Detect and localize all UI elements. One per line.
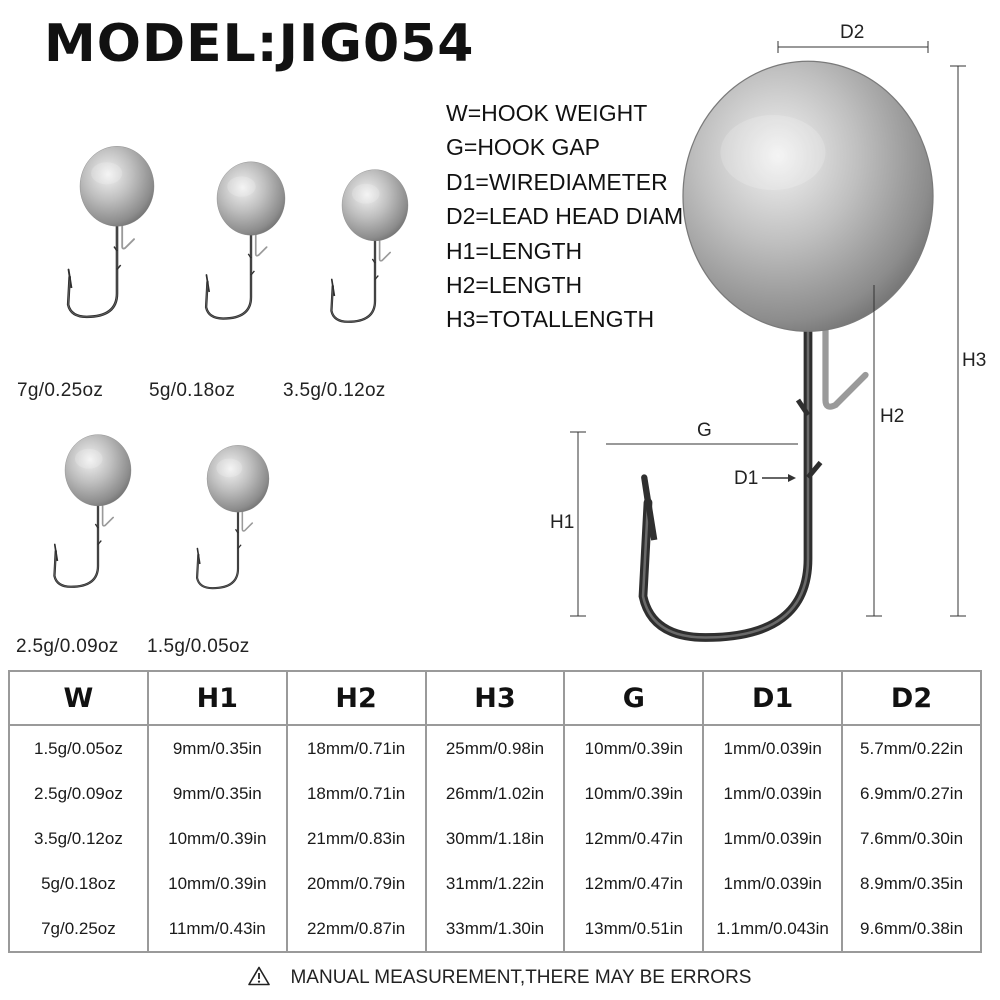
table-row: 5g/0.18oz 10mm/0.39in 20mm/0.79in 31mm/1… [8, 861, 982, 906]
table-cell: 1mm/0.039in [702, 861, 844, 906]
h1-label: H1 [550, 512, 575, 533]
table-cell: 8.9mm/0.35in [841, 861, 982, 906]
table-cell: 9.6mm/0.38in [841, 906, 982, 953]
table-cell: 30mm/1.18in [424, 816, 566, 861]
table-cell: 20mm/0.79in [285, 861, 427, 906]
table-cell: 31mm/1.22in [424, 861, 566, 906]
table-cell: 9mm/0.35in [146, 771, 288, 816]
dimension-legend: W=HOOK WEIGHT G=HOOK GAP D1=WIREDIAMETER… [446, 96, 744, 337]
column-header-h1: H1 [146, 670, 288, 726]
hook-label-3.5g: 3.5g/0.12oz [283, 380, 386, 401]
specification-table: W H1 H2 H3 G D1 D2 1.5g/0.05oz 9mm/0.35i… [8, 670, 982, 953]
table-cell: 3.5g/0.12oz [8, 816, 149, 861]
hook-label-7g: 7g/0.25oz [17, 380, 104, 401]
table-cell: 26mm/1.02in [424, 771, 566, 816]
legend-item: H2=LENGTH [446, 271, 583, 298]
table-cell: 13mm/0.51in [563, 906, 705, 953]
legend-item: H1=LENGTH [446, 237, 583, 264]
g-label: G [697, 420, 712, 441]
h3-label: H3 [962, 350, 987, 371]
table-row: 3.5g/0.12oz 10mm/0.39in 21mm/0.83in 30mm… [8, 816, 982, 861]
column-header-g: G [563, 670, 705, 726]
measurement-note-text: MANUAL MEASUREMENT,THERE MAY BE ERRORS [290, 967, 752, 988]
table-cell: 10mm/0.39in [146, 861, 288, 906]
jig-2.5g-illustration [53, 433, 133, 588]
hook-label-1.5g: 1.5g/0.05oz [147, 636, 250, 657]
table-cell: 5g/0.18oz [8, 861, 149, 906]
table-cell: 12mm/0.47in [563, 861, 705, 906]
d2-label: D2 [840, 22, 865, 43]
column-header-h2: H2 [285, 670, 427, 726]
measurement-note: MANUAL MEASUREMENT,THERE MAY BE ERRORS [0, 966, 1000, 989]
table-cell: 9mm/0.35in [146, 725, 288, 771]
table-cell: 1mm/0.039in [702, 816, 844, 861]
table-cell: 10mm/0.39in [563, 771, 705, 816]
large-jig-illustration [643, 61, 933, 637]
h2-label: H2 [880, 406, 905, 427]
column-header-w: W [8, 670, 149, 726]
column-header-h3: H3 [424, 670, 566, 726]
table-row: 1.5g/0.05oz 9mm/0.35in 18mm/0.71in 25mm/… [8, 725, 982, 771]
column-header-d2: D2 [841, 670, 982, 726]
table-cell: 10mm/0.39in [563, 725, 705, 771]
table-cell: 7.6mm/0.30in [841, 816, 982, 861]
table-row: 7g/0.25oz 11mm/0.43in 22mm/0.87in 33mm/1… [8, 906, 982, 953]
table-cell: 1.5g/0.05oz [8, 725, 149, 771]
table-cell: 11mm/0.43in [146, 906, 288, 953]
hook-label-2.5g: 2.5g/0.09oz [16, 636, 119, 657]
d1-label: D1 [734, 468, 759, 489]
table-row: 2.5g/0.09oz 9mm/0.35in 18mm/0.71in 26mm/… [8, 771, 982, 816]
table-cell: 18mm/0.71in [285, 771, 427, 816]
model-title: MODEL:JIG054 [44, 14, 475, 74]
warning-triangle-icon [248, 966, 271, 986]
table-cell: 10mm/0.39in [146, 816, 288, 861]
table-cell: 22mm/0.87in [285, 906, 427, 953]
table-cell: 1.1mm/0.043in [702, 906, 844, 953]
jig-hook-illustrations [53, 41, 966, 660]
jig-7g-illustration [66, 144, 156, 319]
table-header-row: W H1 H2 H3 G D1 D2 [8, 670, 982, 726]
legend-item: G=HOOK GAP [446, 134, 601, 161]
table-cell: 1mm/0.039in [702, 771, 844, 816]
large-jig-diagram [570, 41, 966, 638]
table-cell: 21mm/0.83in [285, 816, 427, 861]
legend-item: H3=TOTALLENGTH [446, 306, 655, 333]
table-cell: 7g/0.25oz [8, 906, 149, 953]
column-header-d1: D1 [702, 670, 844, 726]
table-cell: 33mm/1.30in [424, 906, 566, 953]
table-cell: 2.5g/0.09oz [8, 771, 149, 816]
table-cell: 25mm/0.98in [424, 725, 566, 771]
hook-label-5g: 5g/0.18oz [149, 380, 236, 401]
jig-5g-illustration [204, 160, 287, 320]
table-cell: 18mm/0.71in [285, 725, 427, 771]
legend-item: D1=WIREDIAMETER [446, 168, 668, 195]
table-cell: 6.9mm/0.27in [841, 771, 982, 816]
jig-3.5g-illustration [330, 168, 410, 323]
legend-item: W=HOOK WEIGHT [446, 100, 648, 126]
jig-1.5g-illustration [195, 444, 271, 590]
table-cell: 1mm/0.039in [702, 725, 844, 771]
table-cell: 5.7mm/0.22in [841, 725, 982, 771]
table-cell: 12mm/0.47in [563, 816, 705, 861]
